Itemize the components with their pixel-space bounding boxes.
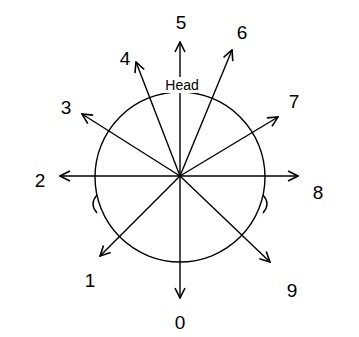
head-circle [95,92,265,262]
arrow [179,42,180,176]
arrow [179,176,180,298]
direction-number: 0 [173,312,188,333]
arrow [60,175,180,176]
direction-number: 7 [287,91,302,112]
arrow [180,175,298,176]
direction-number: 8 [311,182,326,203]
arrow [82,114,180,176]
direction-number: 5 [174,12,189,33]
arrow [180,117,278,176]
direction-number: 1 [83,270,98,291]
head-shape [88,89,272,265]
head-outline: Head [88,89,272,265]
direction-number: 9 [285,280,300,301]
arrow [180,50,232,176]
direction-number: 6 [235,22,250,43]
head-label: Head [163,77,200,93]
arrow [100,176,180,256]
ear [263,195,267,213]
direction-number: 3 [59,97,74,118]
ear [93,195,97,213]
direction-number: 4 [118,48,133,69]
direction-number: 2 [33,170,48,191]
